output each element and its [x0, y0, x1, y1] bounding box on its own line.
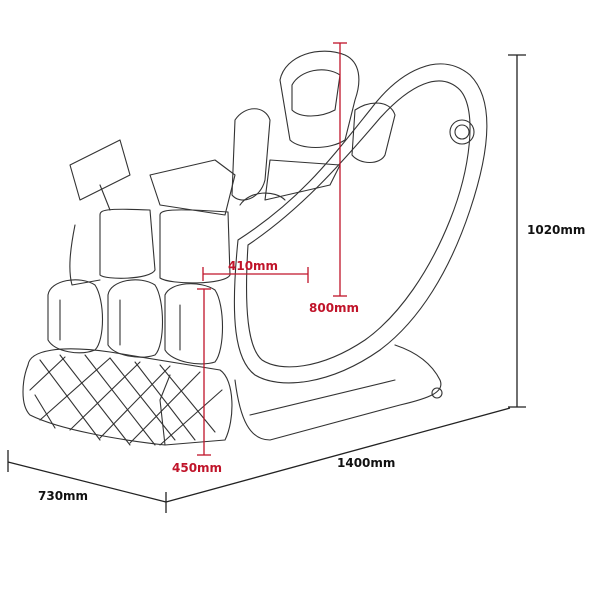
width-label: 730mm	[38, 489, 88, 503]
seat-height-dimension	[197, 288, 211, 456]
backrest-length-dimension	[333, 42, 347, 297]
length-dimension	[165, 407, 511, 503]
massage-chair-outline	[22, 50, 488, 446]
length-label: 1400mm	[337, 456, 395, 470]
seat-width-label: 410mm	[228, 259, 278, 273]
seat-height-label: 450mm	[172, 461, 222, 475]
backrest-length-label: 800mm	[309, 301, 359, 315]
seat-width-dimension	[202, 267, 309, 283]
height-label: 1020mm	[527, 223, 585, 237]
height-dimension	[508, 54, 526, 408]
width-dimension	[7, 450, 167, 513]
